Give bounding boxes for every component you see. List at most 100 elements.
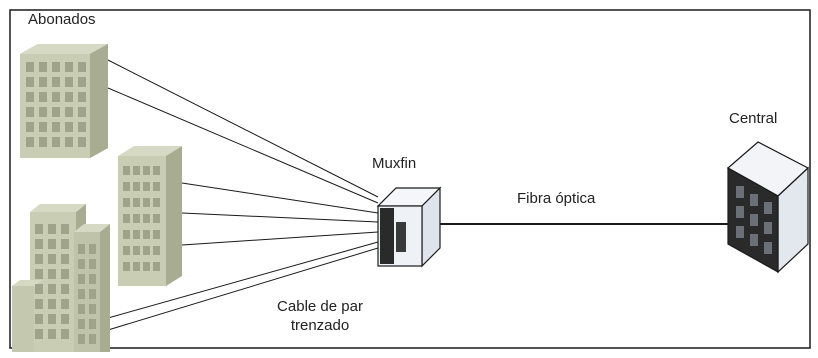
window <box>35 299 43 309</box>
window <box>133 262 140 271</box>
window <box>48 239 56 249</box>
window <box>52 62 60 72</box>
window <box>48 269 56 279</box>
window <box>736 206 744 218</box>
window <box>61 299 69 309</box>
window <box>26 62 34 72</box>
window <box>48 254 56 264</box>
window <box>35 224 43 234</box>
window <box>123 246 130 255</box>
data-center-icon <box>726 141 810 274</box>
office-building-icon <box>12 204 110 352</box>
window <box>78 334 85 344</box>
window <box>89 304 96 314</box>
subscribers-label: Abonados <box>28 11 96 28</box>
window <box>52 122 60 132</box>
window <box>133 182 140 191</box>
window <box>78 77 86 87</box>
window <box>143 166 150 175</box>
cable-line <box>181 212 379 223</box>
window <box>39 122 47 132</box>
window <box>78 274 85 284</box>
window <box>48 224 56 234</box>
window <box>764 222 772 234</box>
window <box>39 62 47 72</box>
window <box>39 137 47 147</box>
server-cube-icon <box>376 186 442 268</box>
window <box>153 230 160 239</box>
window <box>89 289 96 299</box>
window <box>65 137 73 147</box>
window <box>750 194 758 206</box>
window <box>736 186 744 198</box>
window <box>153 246 160 255</box>
central-label: Central <box>729 110 778 127</box>
window <box>78 259 85 269</box>
window <box>153 166 160 175</box>
window <box>123 262 130 271</box>
office-building-icon <box>20 44 108 158</box>
window <box>26 137 34 147</box>
window <box>61 314 69 324</box>
twisted-pair-label: Cable de par trenzado <box>255 297 385 335</box>
window <box>78 137 86 147</box>
window <box>89 274 96 284</box>
window <box>123 214 130 223</box>
window <box>52 92 60 102</box>
window <box>48 329 56 339</box>
window <box>143 214 150 223</box>
window <box>143 198 150 207</box>
window <box>35 269 43 279</box>
window <box>133 214 140 223</box>
window <box>89 244 96 254</box>
window <box>89 334 96 344</box>
window <box>750 214 758 226</box>
window <box>61 254 69 264</box>
window <box>143 230 150 239</box>
window <box>89 319 96 329</box>
window <box>48 314 56 324</box>
twisted-pair-lines <box>107 59 379 331</box>
window <box>143 246 150 255</box>
window <box>78 289 85 299</box>
window <box>78 62 86 72</box>
twisted-pair-label-line1: Cable de par <box>277 298 363 315</box>
window <box>61 284 69 294</box>
window <box>133 230 140 239</box>
window <box>78 244 85 254</box>
window <box>61 224 69 234</box>
window <box>65 92 73 102</box>
window <box>133 246 140 255</box>
window <box>78 122 86 132</box>
window <box>153 214 160 223</box>
window <box>39 77 47 87</box>
diagram-frame <box>9 9 811 349</box>
window <box>78 92 86 102</box>
window <box>153 262 160 271</box>
window <box>35 254 43 264</box>
window <box>35 314 43 324</box>
window <box>78 107 86 117</box>
fiber-optic-label: Fibra óptica <box>517 190 596 207</box>
window <box>48 299 56 309</box>
window <box>35 329 43 339</box>
cable-line <box>181 231 379 246</box>
window <box>123 166 130 175</box>
window <box>48 284 56 294</box>
window <box>764 202 772 214</box>
cable-line <box>181 182 379 214</box>
window <box>133 166 140 175</box>
cable-line <box>107 87 379 204</box>
window <box>153 198 160 207</box>
cable-line <box>107 247 379 331</box>
window <box>26 77 34 87</box>
window <box>143 182 150 191</box>
window <box>52 137 60 147</box>
window <box>78 319 85 329</box>
office-building-icon <box>118 146 182 286</box>
window <box>143 262 150 271</box>
window <box>26 92 34 102</box>
mux-label: Muxfin <box>372 155 417 172</box>
window <box>39 107 47 117</box>
